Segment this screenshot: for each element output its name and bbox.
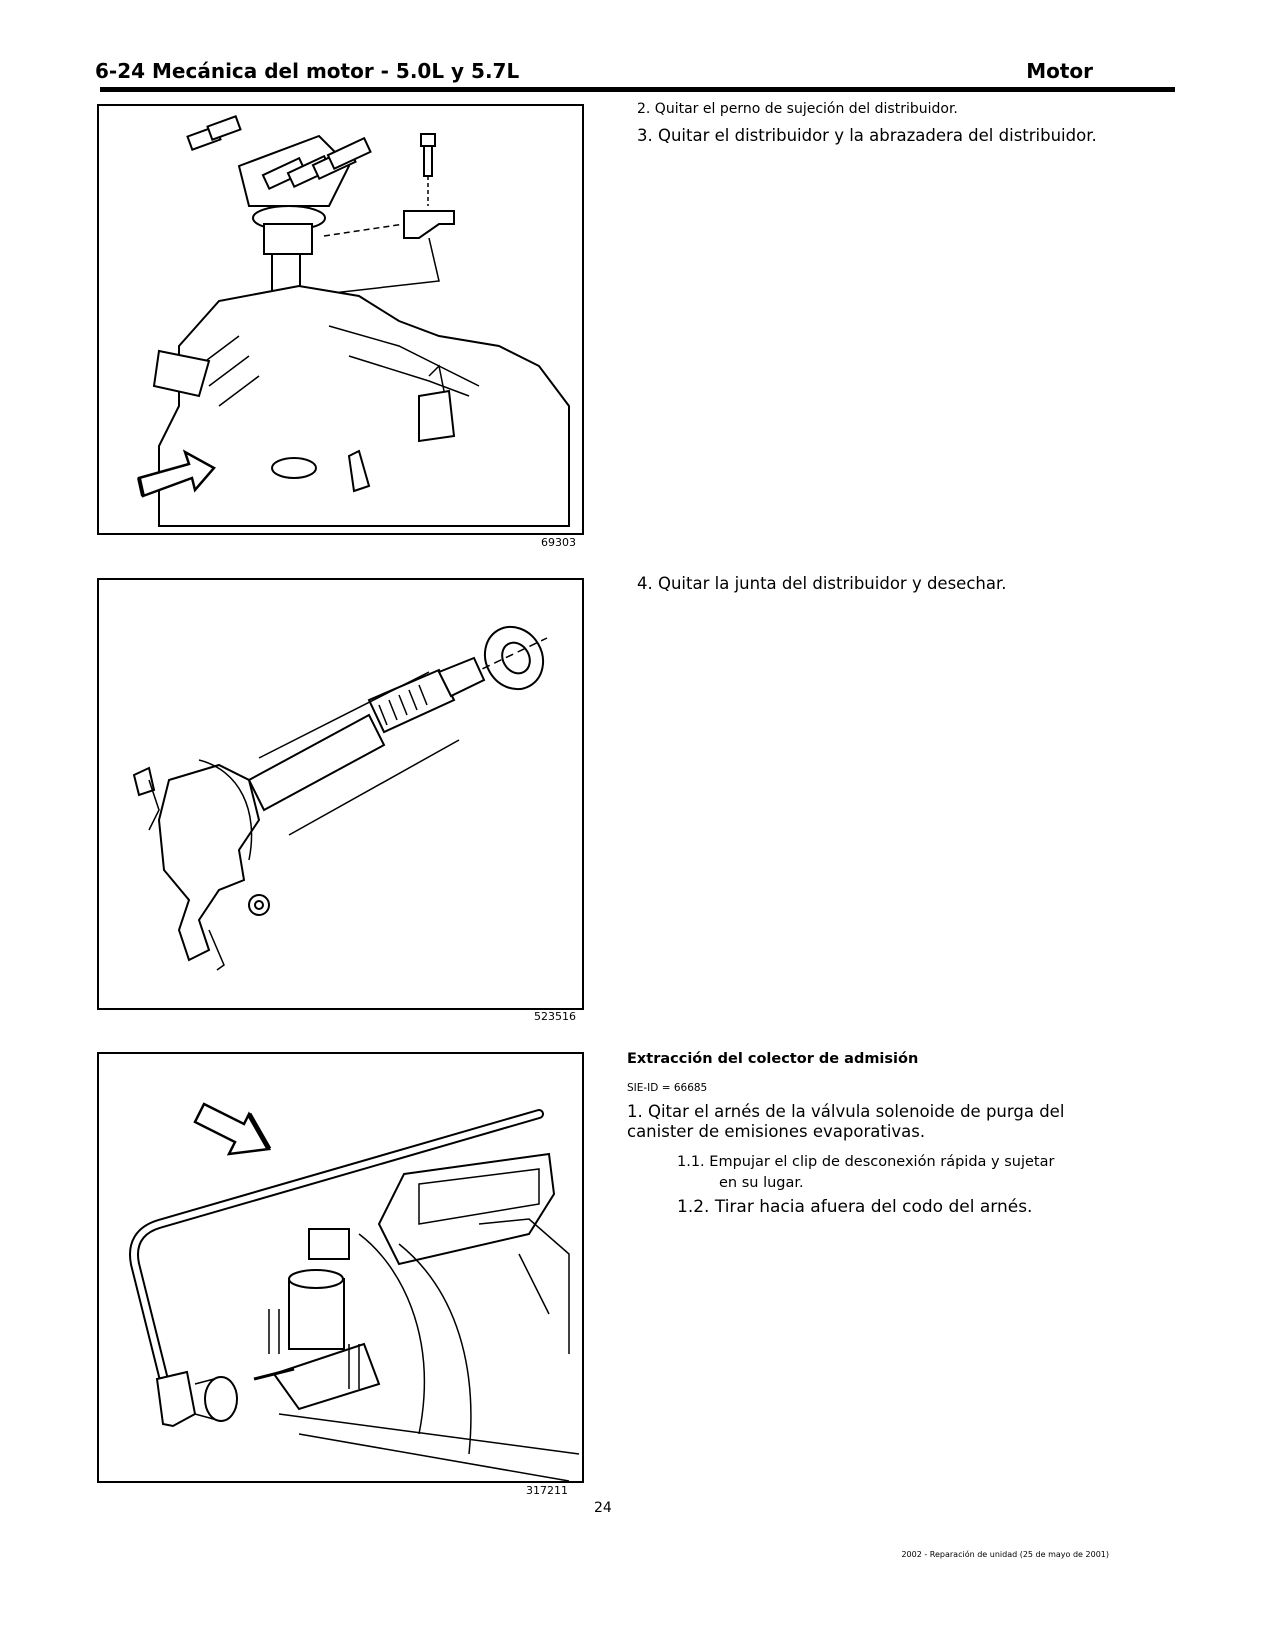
step-2-text: 2. Quitar el perno de sujeción del distr… [637,101,958,117]
page-number: 24 [594,1500,612,1516]
step-4-text: 4. Quitar la junta del distribuidor y de… [637,574,1007,593]
figure-id-69303: 69303 [541,536,576,549]
header-rule [100,87,1175,92]
step-1-text-line2: canister de emisiones evaporativas. [627,1122,926,1141]
step-3-text: 3. Quitar el distribuidor y la abrazader… [637,126,1097,145]
footer-text: 2002 - Reparación de unidad (25 de mayo … [901,1550,1109,1559]
figure-evap-purge-solenoid-harness [97,1052,584,1483]
figure-id-317211: 317211 [526,1484,568,1497]
substep-1-1-line1: 1.1. Empujar el clip de desconexión rápi… [677,1154,1055,1170]
substep-1-1-line2: en su lugar. [719,1175,804,1191]
evap-purge-solenoid-illustration [129,1102,580,1481]
figure-distributor-gasket [97,578,584,1010]
substep-1-2: 1.2. Tirar hacia afuera del codo del arn… [677,1197,1033,1217]
section-title: Extracción del colector de admisión [627,1051,919,1067]
step-1-text-line1: 1. Qitar el arnés de la válvula solenoid… [627,1102,1065,1121]
page-header-title: 6-24 Mecánica del motor - 5.0L y 5.7L [95,59,520,83]
sie-id: SIE-ID = 66685 [627,1082,708,1094]
distributor-removal-illustration [137,115,570,527]
page-header-section: Motor [1026,59,1093,83]
distributor-gasket-illustration [132,625,548,971]
figure-distributor-removal [97,104,584,535]
figure-id-523516: 523516 [534,1010,576,1023]
